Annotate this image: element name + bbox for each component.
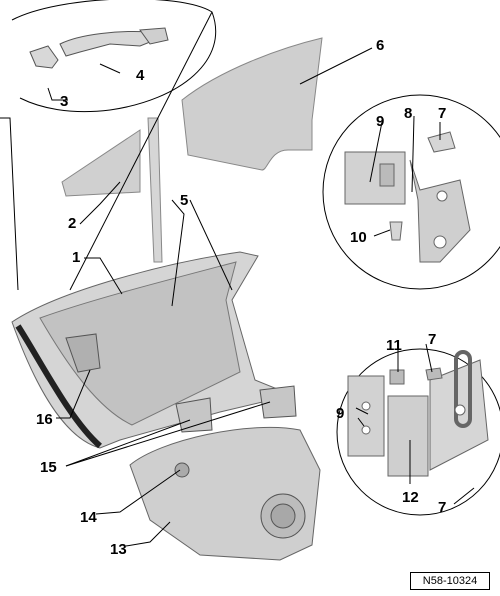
window-glass bbox=[181, 37, 323, 171]
window-regulator-carrier bbox=[129, 426, 321, 561]
door-inner-frame bbox=[39, 261, 241, 426]
inset-arc-handles bbox=[11, 0, 217, 113]
callouts: 1 2 3 4 5 6 7 7 7 8 9 9 10 11 12 13 14 1… bbox=[36, 37, 446, 558]
figure-reference-code: N58-10324 bbox=[410, 572, 490, 590]
callout-16: 16 bbox=[36, 411, 53, 428]
window-guide-rail bbox=[147, 117, 163, 263]
callout-13: 13 bbox=[110, 541, 127, 558]
callout-9-upper: 9 bbox=[376, 113, 384, 130]
lower-hinge-parts bbox=[347, 350, 489, 477]
callout-7-upper: 7 bbox=[438, 105, 446, 122]
callout-10: 10 bbox=[350, 229, 367, 246]
callout-3: 3 bbox=[60, 93, 68, 110]
callout-7-lower: 7 bbox=[438, 499, 446, 516]
callout-8: 8 bbox=[404, 105, 412, 122]
callout-14: 14 bbox=[80, 509, 97, 526]
callout-6: 6 bbox=[376, 37, 384, 54]
fixed-quarter-glass bbox=[61, 129, 141, 197]
callout-2: 2 bbox=[68, 215, 76, 232]
callout-5: 5 bbox=[180, 192, 188, 209]
door-lock bbox=[65, 333, 101, 373]
callout-12: 12 bbox=[402, 489, 419, 506]
upper-hinge-parts bbox=[344, 131, 471, 263]
leader-lines bbox=[0, 11, 475, 547]
callout-11: 11 bbox=[386, 337, 402, 354]
carrier-grommet bbox=[174, 462, 190, 478]
callout-7-middle: 7 bbox=[428, 331, 436, 348]
callout-15: 15 bbox=[40, 459, 57, 476]
callout-4: 4 bbox=[136, 67, 145, 84]
door-seal bbox=[15, 324, 102, 449]
callout-9-lower: 9 bbox=[336, 405, 344, 422]
callout-1: 1 bbox=[72, 249, 80, 266]
door-handle-parts bbox=[29, 27, 169, 69]
